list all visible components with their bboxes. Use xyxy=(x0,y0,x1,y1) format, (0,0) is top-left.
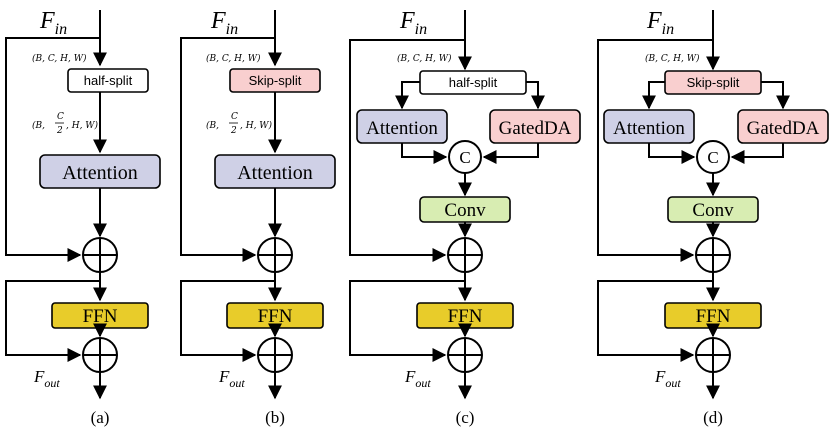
panel-d: Fin (B, C, H, W) Skip-split Attention Ga… xyxy=(597,8,829,427)
ffn-residual-connection xyxy=(180,280,275,362)
f-in-label: Fin xyxy=(399,8,427,38)
add-node xyxy=(695,237,731,273)
ffn-label: FFN xyxy=(258,306,293,327)
half-split-label: half-split xyxy=(449,75,498,90)
svg-text:(B,: (B, xyxy=(32,120,45,131)
split-to-gated-arrow xyxy=(526,81,545,110)
output-add-node xyxy=(257,337,293,373)
panel-caption: (a) xyxy=(91,408,110,427)
svg-text:(B,: (B, xyxy=(206,120,219,131)
svg-text:C: C xyxy=(57,112,64,122)
ffn-residual-connection xyxy=(5,280,100,362)
half-shape-annotation: (B, C 2 , H, W) xyxy=(206,112,273,136)
svg-text:2: 2 xyxy=(56,126,63,136)
residual-connection xyxy=(180,37,275,262)
attention-label: Attention xyxy=(613,118,685,139)
residual-connection xyxy=(5,37,100,262)
attention-label: Attention xyxy=(62,162,138,184)
ffn-label: FFN xyxy=(83,306,118,327)
svg-text:2: 2 xyxy=(230,126,237,136)
panel-a: Fin (B, C, H, W) half-split (B, C 2 , H,… xyxy=(5,8,161,427)
svg-text:, H, W): , H, W) xyxy=(66,120,99,131)
ffn-label: FFN xyxy=(448,306,483,327)
output-add-node xyxy=(82,337,118,373)
half-split-box xyxy=(67,68,149,93)
output-add-node xyxy=(447,337,483,373)
gated-to-concat-arrow xyxy=(482,143,539,164)
panel-caption: (b) xyxy=(265,408,285,427)
panel-caption: (c) xyxy=(456,408,475,427)
svg-text:, H, W): , H, W) xyxy=(240,120,273,131)
output-add-node xyxy=(695,337,731,373)
shape-annotation: (B, C, H, W) xyxy=(32,53,87,64)
add-node xyxy=(447,237,483,273)
attention-to-concat-arrow xyxy=(401,143,448,164)
ffn-residual-connection xyxy=(349,280,465,362)
attention-to-concat-arrow xyxy=(648,143,696,164)
f-in-label: Fin xyxy=(39,8,67,38)
gated-da-box xyxy=(489,109,581,144)
attention-label: Attention xyxy=(237,162,313,184)
svg-text:C: C xyxy=(231,112,238,122)
panel-c: Fin (B, C, H, W) half-split Attention Ga… xyxy=(349,8,581,427)
shape-annotation: (B, C, H, W) xyxy=(645,53,700,64)
split-to-attention-arrow xyxy=(395,81,420,110)
f-out-label: Fout xyxy=(654,367,681,390)
f-out-label: Fout xyxy=(218,367,245,390)
concat-label: C xyxy=(459,148,470,167)
skip-split-label: Skip-split xyxy=(249,73,302,88)
skip-split-label: Skip-split xyxy=(687,75,740,90)
add-node xyxy=(82,237,118,273)
split-to-gated-arrow xyxy=(761,81,790,110)
split-to-attention-arrow xyxy=(642,81,665,110)
gated-da-label: GatedDA xyxy=(747,118,820,139)
f-in-label: Fin xyxy=(210,8,238,38)
shape-annotation: (B, C, H, W) xyxy=(397,53,452,64)
half-split-label: half-split xyxy=(84,73,133,88)
concat-label: C xyxy=(707,148,718,167)
gated-to-concat-arrow xyxy=(730,143,784,164)
ffn-residual-connection xyxy=(597,280,713,362)
ffn-label: FFN xyxy=(696,306,731,327)
half-shape-annotation: (B, C 2 , H, W) xyxy=(32,112,99,136)
shape-annotation: (B, C, H, W) xyxy=(206,53,261,64)
f-in-label: Fin xyxy=(646,8,674,38)
conv-label: Conv xyxy=(444,200,486,221)
conv-label: Conv xyxy=(692,200,734,221)
f-out-label: Fout xyxy=(404,367,431,390)
gated-da-label: GatedDA xyxy=(499,118,572,139)
attention-label: Attention xyxy=(366,118,438,139)
residual-connection xyxy=(349,39,465,262)
residual-connection xyxy=(597,39,713,262)
panel-caption: (d) xyxy=(703,408,723,427)
add-node xyxy=(257,237,293,273)
panel-b: Fin (B, C, H, W) Skip-split (B, C 2 , H,… xyxy=(180,8,336,427)
f-out-label: Fout xyxy=(33,367,60,390)
